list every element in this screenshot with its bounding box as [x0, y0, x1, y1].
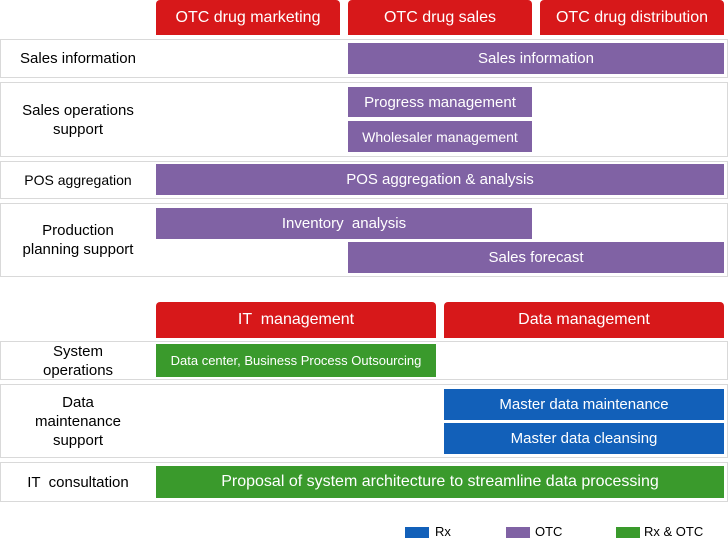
bar-progress-management: Progress management — [348, 87, 532, 117]
header-otc-drug-distribution: OTC drug distribution — [540, 0, 724, 35]
row-label-system-operations: System operations — [42, 342, 114, 379]
header-it-management: IT management — [156, 302, 436, 338]
bar-system-architecture-proposal: Proposal of system architecture to strea… — [156, 466, 724, 498]
legend-label-rx-otc: Rx & OTC — [644, 524, 704, 539]
row-label-pos-aggregation: POS aggregation — [24, 171, 132, 188]
legend-label-otc: OTC — [535, 524, 563, 539]
legend-label-rx: Rx — [435, 524, 451, 539]
bar-master-data-maintenance: Master data maintenance — [444, 389, 724, 420]
row-label-it-consultation: IT consultation — [27, 473, 129, 491]
bar-sales-forecast: Sales forecast — [348, 242, 724, 273]
bar-inventory-analysis: Inventory analysis — [156, 208, 532, 239]
row-label-sales-operations-support: Sales operations support — [22, 101, 134, 138]
header-otc-drug-sales: OTC drug sales — [348, 0, 532, 35]
bar-data-center-bpo: Data center, Business Process Outsourcin… — [156, 344, 436, 377]
legend-swatch-otc — [506, 527, 530, 538]
header-data-management: Data management — [444, 302, 724, 338]
bar-wholesaler-management: Wholesaler management — [348, 121, 532, 152]
row-label-production-planning-support: Production planning support — [22, 222, 134, 258]
bar-pos-aggregation-analysis: POS aggregation & analysis — [156, 164, 724, 195]
header-otc-drug-marketing: OTC drug marketing — [156, 0, 340, 35]
row-label-data-maintenance-support: Data maintenance support — [35, 393, 121, 449]
legend-swatch-rx — [405, 527, 429, 538]
bar-master-data-cleansing: Master data cleansing — [444, 423, 724, 454]
row-label-sales-information: Sales information — [20, 50, 136, 67]
legend-swatch-rx-otc — [616, 527, 640, 538]
bar-sales-information: Sales information — [348, 43, 724, 74]
